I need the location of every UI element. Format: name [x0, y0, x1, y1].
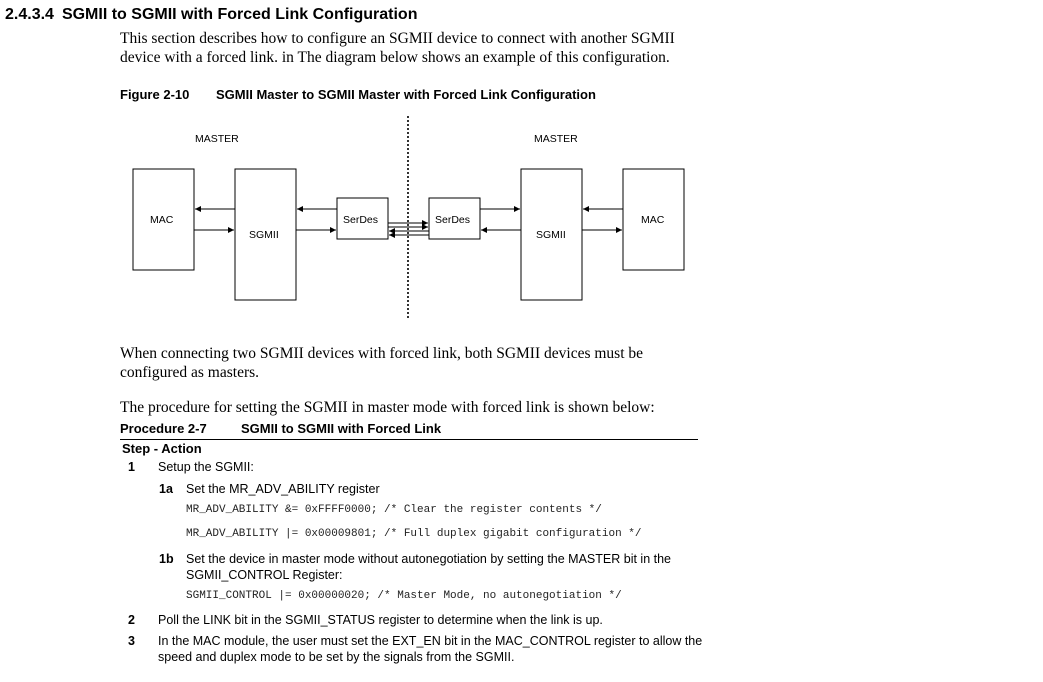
serdes-left-label: SerDes — [343, 214, 378, 226]
master-label-left: MASTER — [195, 133, 239, 145]
step-number: 2 — [128, 613, 135, 627]
sgmii-left-block — [234, 168, 297, 301]
figure-label: Figure 2-10 — [120, 87, 190, 102]
serdes-right-block — [428, 197, 481, 240]
step-text: Poll the LINK bit in the SGMII_STATUS re… — [158, 613, 603, 627]
sgmii-left-label: SGMII — [249, 229, 279, 241]
step-number: 3 — [128, 634, 135, 648]
step-text: Set the MR_ADV_ABILITY register — [186, 482, 380, 496]
procedure-caption: Procedure 2-7 SGMII to SGMII with Forced … — [120, 421, 441, 436]
mac-right-block — [622, 168, 685, 271]
intro-paragraph: This section describes how to configure … — [120, 30, 675, 66]
masters-paragraph: When connecting two SGMII devices with f… — [120, 345, 644, 381]
step-number: 1b — [159, 552, 174, 566]
code-line: SGMII_CONTROL |= 0x00000020; /* Master M… — [186, 590, 622, 602]
master-label-right: MASTER — [534, 133, 578, 145]
section-title: SGMII to SGMII with Forced Link Configur… — [61, 6, 418, 23]
code-line: MR_ADV_ABILITY &= 0xFFFF0000; /* Clear t… — [186, 504, 602, 516]
serdes-right-label: SerDes — [435, 214, 470, 226]
step-text-continued: speed and duplex mode to be set by the s… — [158, 650, 515, 664]
step-number: 1a — [159, 482, 173, 496]
procedure-title: SGMII to SGMII with Forced Link — [241, 421, 442, 436]
mac-right-label: MAC — [641, 214, 665, 226]
sgmii-right-block — [520, 168, 583, 301]
step-text: Set the device in master mode without au… — [186, 552, 671, 566]
step-text-continued: SGMII_CONTROL Register: — [186, 568, 343, 582]
code-line: MR_ADV_ABILITY |= 0x00009801; /* Full du… — [186, 528, 642, 540]
step-text: Setup the SGMII: — [158, 460, 254, 474]
figure-caption: Figure 2-10 SGMII Master to SGMII Master … — [120, 87, 596, 102]
section-heading: 2.4.3.4 SGMII to SGMII with Forced Link C… — [5, 6, 417, 24]
procedure-intro: The procedure for setting the SGMII in m… — [120, 399, 655, 416]
link-diagram: MASTER MASTER MAC SGMII SerDes SerDes SG… — [132, 116, 685, 320]
procedure-label: Procedure 2-7 — [120, 421, 207, 436]
sgmii-right-label: SGMII — [536, 229, 566, 241]
procedure-rule — [120, 439, 698, 440]
section-number: 2.4.3.4 — [5, 6, 54, 23]
mac-left-label: MAC — [150, 214, 174, 226]
step-number: 1 — [128, 460, 135, 474]
step-header: Step - Action — [122, 441, 202, 456]
mac-left-block — [132, 168, 195, 271]
figure-title: SGMII Master to SGMII Master with Forced… — [216, 87, 596, 102]
serdes-left-block — [336, 197, 389, 240]
step-text: In the MAC module, the user must set the… — [158, 634, 703, 648]
